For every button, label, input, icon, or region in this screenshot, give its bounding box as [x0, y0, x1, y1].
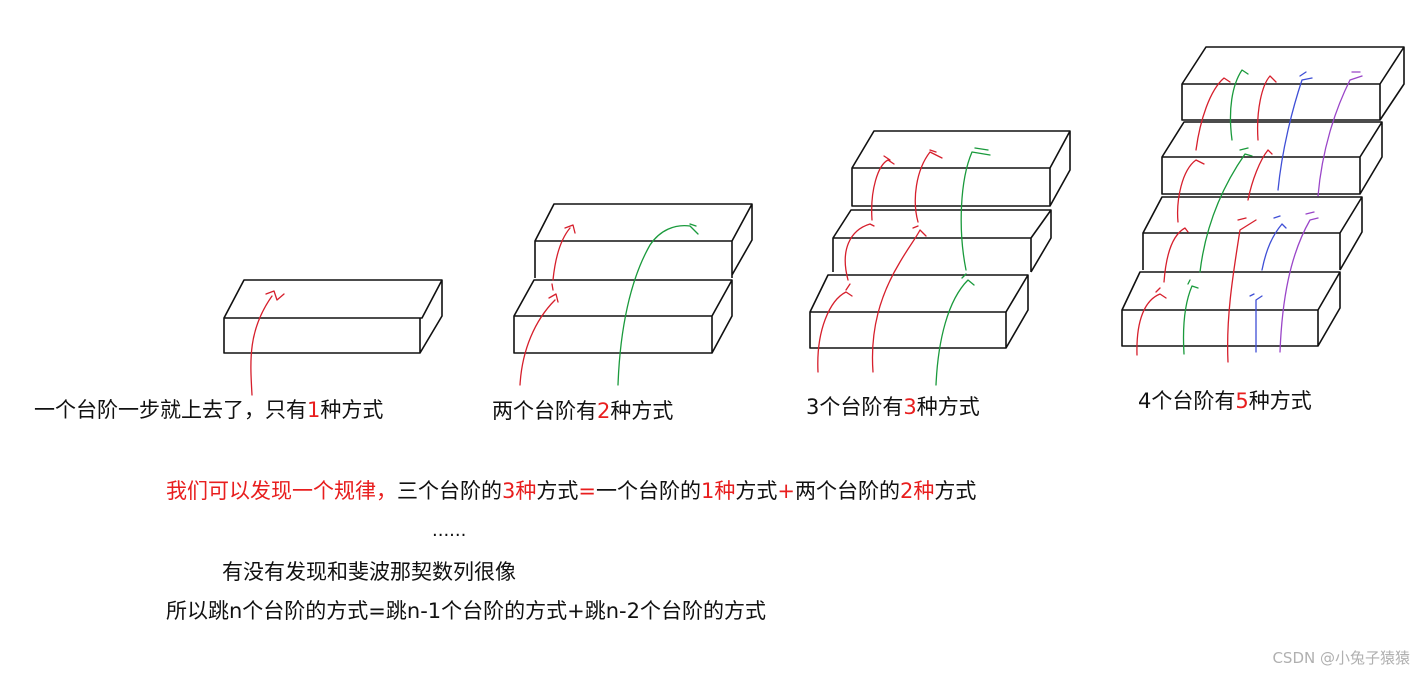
recurrence-formula: 所以跳n个台阶的方式=跳n-1个台阶的方式+跳n-2个台阶的方式 [166, 601, 766, 622]
path-arrow [618, 224, 698, 385]
path-arrow [1228, 76, 1276, 362]
path-arrow [251, 291, 284, 395]
path-arrow [936, 148, 990, 385]
path-arrow [818, 156, 894, 372]
stair-2-steps [514, 204, 752, 385]
count-highlight: 3 [903, 395, 916, 419]
stair-1-step [224, 280, 442, 395]
path-arrow [872, 150, 942, 372]
path-arrow [520, 225, 575, 385]
ellipsis: ...... [432, 522, 466, 540]
count-highlight: 5 [1235, 389, 1248, 413]
path-arrow [1183, 70, 1252, 354]
watermark: CSDN @小兔子猿猿 [1272, 647, 1410, 668]
caption-3-steps: 3个台阶有3种方式 [806, 397, 980, 418]
pattern-explanation: 我们可以发现一个规律，三个台阶的3种方式=一个台阶的1种方式+两个台阶的2种方式 [166, 481, 976, 502]
stair-3-steps [810, 131, 1070, 385]
stair-4-steps [1122, 47, 1404, 362]
count-highlight: 1 [307, 398, 320, 422]
caption-2-steps: 两个台阶有2种方式 [492, 401, 673, 422]
fibonacci-note: 有没有发现和斐波那契数列很像 [222, 562, 516, 583]
count-highlight: 2 [597, 399, 610, 423]
caption-1-step: 一个台阶一步就上去了，只有1种方式 [34, 400, 383, 421]
caption-4-steps: 4个台阶有5种方式 [1138, 391, 1312, 412]
